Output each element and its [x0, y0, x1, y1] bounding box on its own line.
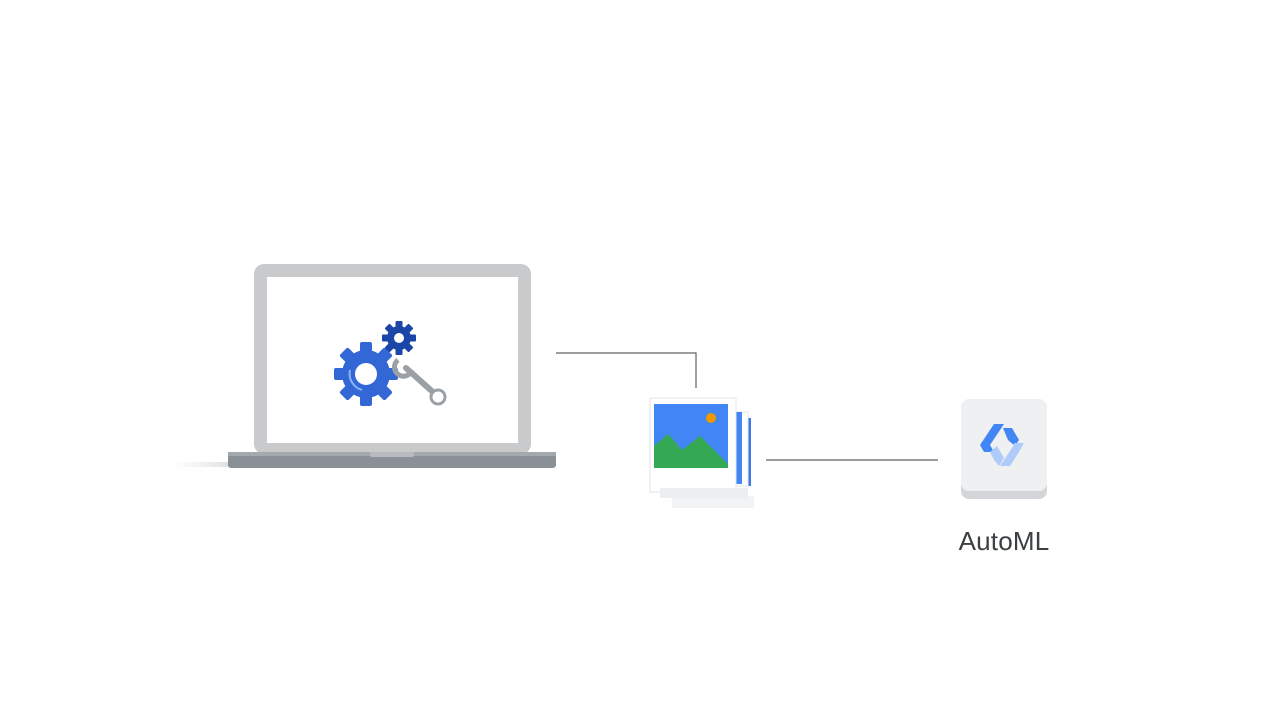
automl-icon: [961, 399, 1047, 499]
settings-gears-icon: [334, 321, 416, 406]
automl-label: AutoML: [958, 526, 1050, 556]
connector-laptop-to-images: [556, 352, 697, 388]
image-stack-icon: [649, 397, 754, 508]
laptop-icon: [170, 264, 556, 468]
wrench-icon: [392, 358, 447, 406]
